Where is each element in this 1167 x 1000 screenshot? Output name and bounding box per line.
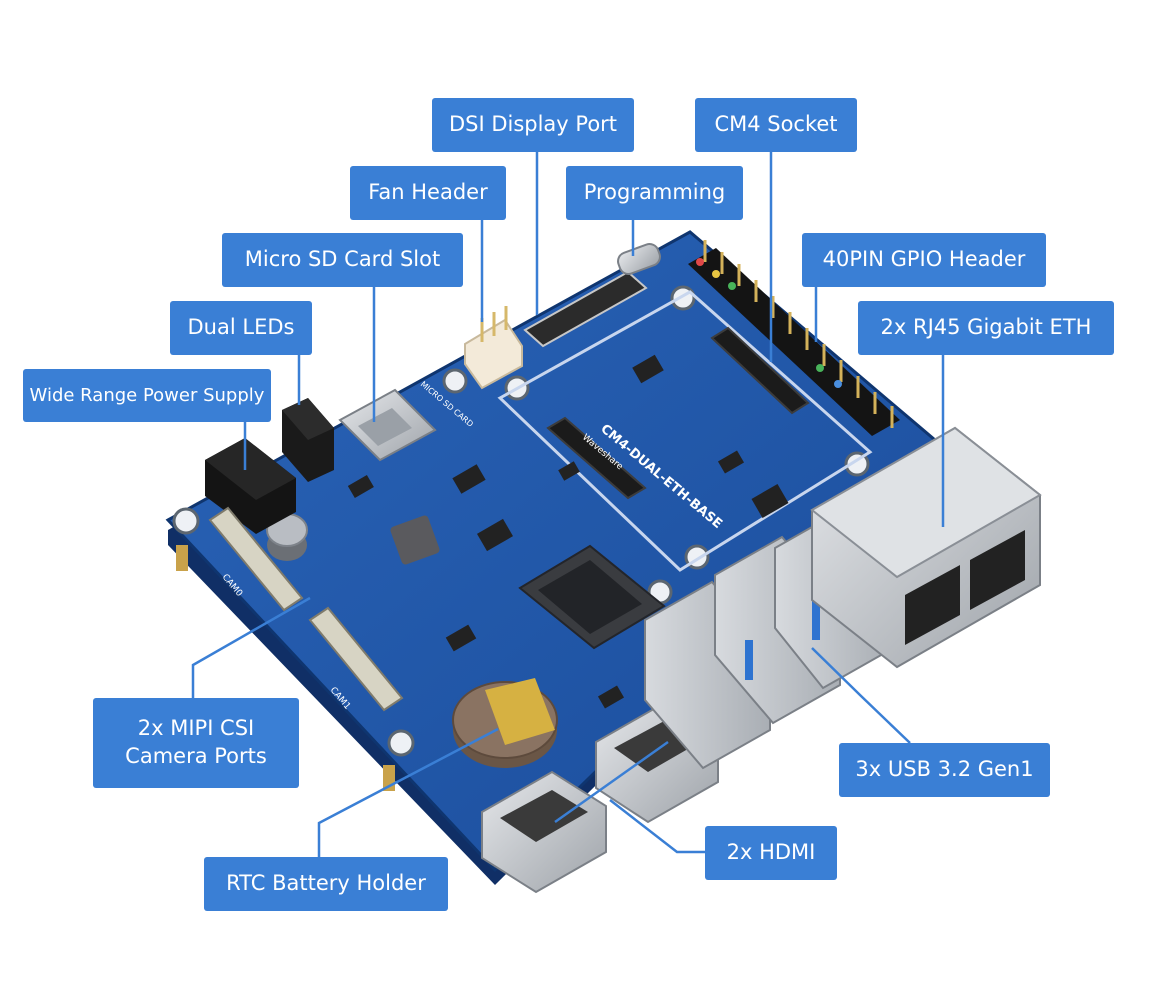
label-gpio-header: 40PIN GPIO Header (802, 233, 1046, 287)
label-text-fan: Fan Header (368, 180, 488, 205)
led-block (282, 398, 334, 482)
label-dsi-display-port: DSI Display Port (432, 98, 634, 152)
leader-hdmi (609, 799, 705, 854)
label-dual-leds: Dual LEDs (170, 301, 312, 355)
csi-connectors (208, 506, 404, 712)
label-text-power: Wide Range Power Supply (29, 384, 265, 406)
main-chip (518, 544, 666, 650)
label-text-cm4: CM4 Socket (714, 112, 838, 137)
usb-c-port (617, 243, 661, 275)
label-text-csi-line2: Camera Ports (125, 744, 267, 768)
cm4-connectors (546, 326, 810, 500)
label-text-gpio: 40PIN GPIO Header (822, 247, 1026, 272)
gpio-header (688, 240, 900, 436)
leader-csi (191, 596, 311, 700)
label-programming: Programming (566, 166, 743, 220)
label-text-leds: Dual LEDs (187, 315, 295, 340)
inductor (390, 515, 440, 565)
label-rj45-eth: 2x RJ45 Gigabit ETH (858, 301, 1114, 355)
dsi-connector (523, 270, 648, 348)
cm4-module-area (497, 290, 873, 572)
fan-connector (464, 306, 523, 390)
label-text-hdmi: 2x HDMI (726, 840, 816, 865)
label-fan-header: Fan Header (350, 166, 506, 220)
mounting-holes (172, 285, 870, 757)
label-text-rtc: RTC Battery Holder (226, 871, 426, 896)
label-text-programming: Programming (583, 180, 726, 205)
label-text-rj45: 2x RJ45 Gigabit ETH (880, 315, 1092, 340)
label-text-usb: 3x USB 3.2 Gen1 (855, 757, 1034, 782)
label-cm4-socket: CM4 Socket (695, 98, 857, 152)
leader-hdmi-2 (554, 740, 669, 824)
label-text-dsi: DSI Display Port (448, 112, 618, 137)
label-wide-range-power-supply: Wide Range Power Supply (23, 369, 271, 422)
label-text-sd: Micro SD Card Slot (244, 247, 441, 272)
sd-slot (338, 388, 437, 462)
label-text-csi-line1: 2x MIPI CSI (137, 716, 255, 741)
small-components (347, 354, 789, 709)
leader-rtc (317, 727, 499, 857)
label-usb: 3x USB 3.2 Gen1 (839, 743, 1050, 797)
label-rtc-battery-holder: RTC Battery Holder (204, 857, 448, 911)
rj45-ports (810, 426, 1042, 669)
label-mipi-csi: 2x MIPI CSI Camera Ports (93, 698, 299, 788)
leader-usb (811, 647, 911, 744)
label-micro-sd-card-slot: Micro SD Card Slot (222, 233, 463, 287)
label-hdmi: 2x HDMI (705, 826, 837, 880)
